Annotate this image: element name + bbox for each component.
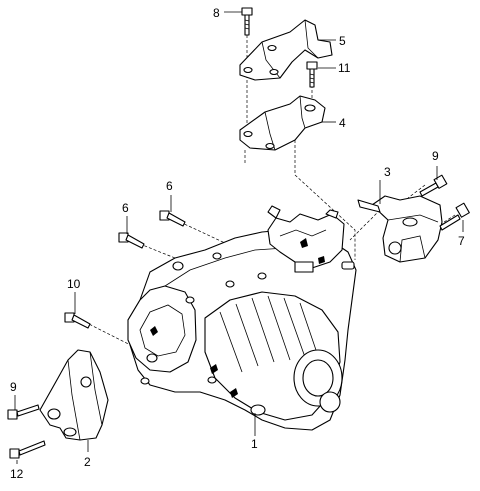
bolt-6-upper — [159, 210, 186, 227]
callout-3: 3 — [384, 165, 391, 179]
leader-lines — [14, 11, 464, 464]
bracket-3 — [357, 195, 443, 263]
transmission-housing-1 — [127, 205, 357, 431]
callout-7: 7 — [458, 234, 465, 248]
callout-10: 10 — [67, 277, 81, 291]
bolt-8 — [241, 7, 253, 36]
callout-2: 2 — [84, 455, 91, 469]
callout-1: 1 — [251, 437, 258, 451]
bracket-5 — [239, 19, 333, 81]
callout-11: 11 — [338, 61, 351, 75]
bolt-6-lower — [118, 232, 145, 249]
callout-5: 5 — [339, 34, 346, 48]
callout-9-lower: 9 — [10, 380, 17, 394]
callout-labels: 8 5 11 4 3 9 7 6 6 10 9 12 2 1 — [10, 6, 465, 481]
callout-4: 4 — [339, 116, 346, 130]
callout-9-upper: 9 — [432, 149, 439, 163]
bracket-4 — [239, 95, 326, 151]
bolt-7 — [439, 202, 470, 231]
bolt-12 — [9, 440, 46, 459]
callout-8: 8 — [213, 6, 220, 20]
bolt-10 — [64, 312, 91, 329]
bolt-11 — [306, 61, 318, 88]
callout-12: 12 — [10, 467, 24, 481]
bolt-9-lower — [7, 404, 40, 420]
callout-6-upper: 6 — [166, 179, 173, 193]
bracket-2 — [39, 349, 109, 441]
callout-6-lower: 6 — [122, 201, 129, 215]
